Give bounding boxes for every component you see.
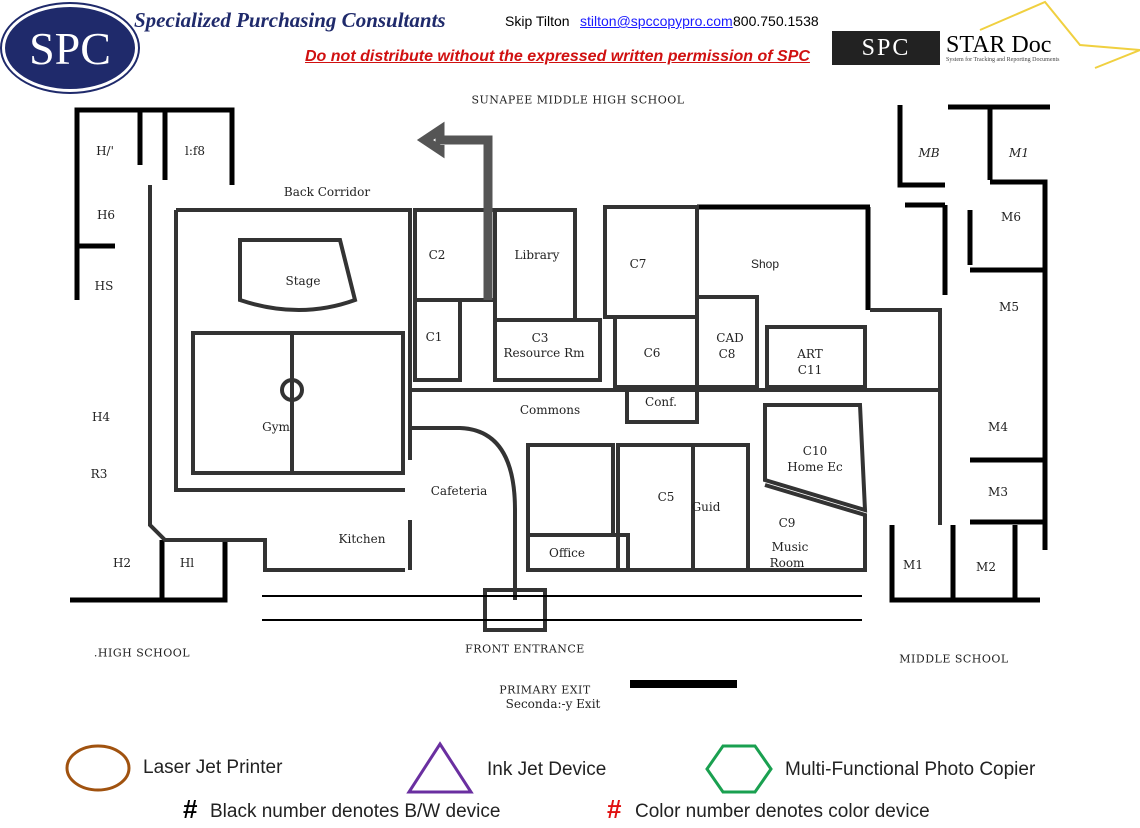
room-c5: C5 <box>657 490 675 504</box>
room-resource: Resource Rm <box>503 346 585 360</box>
contact-phone: 800.750.1538 <box>733 13 819 29</box>
room-art: ART <box>797 347 823 361</box>
room-c2: C2 <box>428 248 446 262</box>
room-hs: HS <box>94 279 114 293</box>
room-m6: M6 <box>1001 210 1021 224</box>
room-c7: C7 <box>629 257 647 271</box>
room-c9: C9 <box>778 516 796 530</box>
room-m1-top: M1 <box>1009 146 1029 160</box>
front-entrance-label: FRONT ENTRANCE <box>465 642 585 656</box>
room-h6: H6 <box>96 208 116 222</box>
room-r3: R3 <box>90 467 108 481</box>
room-c6: C6 <box>643 346 661 360</box>
star-icon <box>979 0 1140 69</box>
room-music: Music <box>771 540 809 554</box>
room-h2: H2 <box>112 556 132 570</box>
room-m1: M1 <box>903 558 923 572</box>
room-gym: Gym <box>262 420 290 434</box>
ink-jet-triangle-icon <box>406 741 474 794</box>
star-doc-title: STAR Doc <box>946 32 1052 58</box>
room-h7: H/' <box>96 144 114 158</box>
primary-exit-label: PRIMARY EXIT <box>499 683 591 697</box>
room-m5: M5 <box>999 300 1019 314</box>
color-hash-icon: # <box>607 794 622 824</box>
room-c3: C3 <box>531 331 549 345</box>
star-doc-logo-spc: SPC <box>832 31 940 65</box>
room-m4: M4 <box>988 420 1008 434</box>
school-name: SUNAPEE MIDDLE HIGH SCHOOL <box>471 93 685 107</box>
room-kitchen: Kitchen <box>338 532 386 546</box>
high-school-label: .HIGH SCHOOL <box>93 646 191 660</box>
room-c11: C11 <box>797 363 823 377</box>
room-h8: l:f8 <box>185 144 205 158</box>
middle-school-label: MIDDLE SCHOOL <box>899 652 1009 666</box>
room-stage: Stage <box>285 274 321 288</box>
legend-color: Color number denotes color device <box>635 801 930 822</box>
legend-mfp: Multi-Functional Photo Copier <box>785 759 1036 780</box>
room-back-corridor: Back Corridor <box>283 185 371 199</box>
distribution-warning: Do not distribute without the expressed … <box>305 48 810 65</box>
spc-logo: SPC <box>2 4 138 92</box>
room-m2: M2 <box>976 560 996 574</box>
room-h4: H4 <box>91 410 111 424</box>
room-mb: MB <box>918 146 940 160</box>
laser-printer-circle-icon <box>65 744 131 792</box>
contact-email-link[interactable]: stilton@spccopypro.com <box>580 13 733 29</box>
legend-bw: Black number denotes B/W device <box>210 801 501 822</box>
room-library: Library <box>514 248 560 262</box>
bw-hash-icon: # <box>183 794 198 824</box>
room-commons: Commons <box>519 403 581 417</box>
room-guid: Guid <box>691 500 721 514</box>
room-room: Room <box>769 556 805 570</box>
contact-name: Skip Tilton <box>505 13 570 29</box>
room-c8: C8 <box>718 347 736 361</box>
secondary-exit-label: Seconda:-y Exit <box>505 697 601 711</box>
room-shop: Shop <box>750 257 780 271</box>
room-conf: Conf. <box>645 395 677 409</box>
room-office: Office <box>548 546 586 560</box>
room-cad: CAD <box>716 331 744 345</box>
room-home-ec: Home Ec <box>787 460 843 474</box>
room-c1: C1 <box>425 330 443 344</box>
copier-hexagon-icon <box>705 744 773 794</box>
legend-laser: Laser Jet Printer <box>143 757 283 778</box>
company-name: Specialized Purchasing Consultants <box>134 8 446 32</box>
primary-exit-legend-bar <box>630 680 737 688</box>
room-h1: Hl <box>179 556 195 570</box>
room-cafeteria: Cafeteria <box>430 484 488 498</box>
exit-arrow-icon <box>416 121 493 300</box>
star-doc-subtitle: System for Tracking and Reporting Docume… <box>946 57 1060 63</box>
legend-inkjet: Ink Jet Device <box>487 759 607 780</box>
room-c10: C10 <box>802 444 828 458</box>
room-m3: M3 <box>988 485 1008 499</box>
